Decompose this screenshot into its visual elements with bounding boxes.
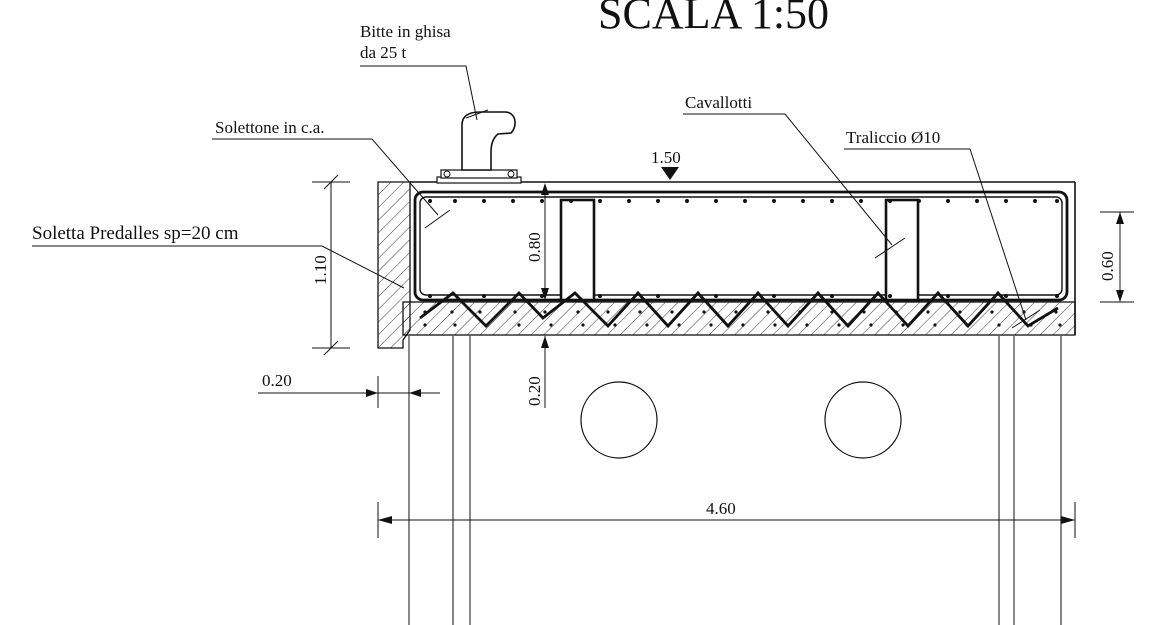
soletta-label: Soletta Predalles sp=20 cm <box>32 223 239 244</box>
pipe-opening-left <box>580 381 658 459</box>
rebar-cage-inner <box>419 196 1063 296</box>
traliccio-leader <box>844 148 1027 321</box>
scale-title: SCALA 1:50 <box>598 0 829 38</box>
dim-top-level: 1.50 <box>651 148 681 167</box>
cavallotto-left <box>559 198 596 302</box>
bollard-icon <box>436 111 522 184</box>
bottom-rebar-dots <box>428 294 1059 298</box>
traliccio-label: Traliccio Ø10 <box>846 128 940 147</box>
dim-line-height-right <box>1100 211 1134 303</box>
level-marker-icon <box>661 167 679 180</box>
bitte-label-line1: Bitte in ghisa <box>360 22 451 41</box>
soletta-leader <box>32 245 405 289</box>
dim-wall-thickness: 0.20 <box>262 371 292 390</box>
dim-width-total: 4.60 <box>706 499 736 518</box>
top-rebar-dots <box>428 199 1059 203</box>
rebar-cage <box>413 190 1069 302</box>
cavallotti-label: Cavallotti <box>685 93 752 112</box>
bitte-label-line2: da 25 t <box>360 43 407 62</box>
solettone-label: Solettone in c.a. <box>215 118 325 137</box>
cavallotti-leader <box>683 113 893 246</box>
dim-slab-thickness: 0.20 <box>525 376 544 406</box>
dim-height-right: 0.60 <box>1098 251 1117 281</box>
support-beams <box>408 336 1062 625</box>
pipe-opening-right <box>824 381 902 459</box>
bitte-leader <box>360 65 478 121</box>
traliccio-zigzag <box>419 290 1059 329</box>
dim-line-height-total <box>312 174 350 356</box>
solettone-leader <box>212 138 439 216</box>
dim-height-total: 1.10 <box>311 255 330 285</box>
cavallotto-right <box>884 198 920 302</box>
dim-height-inner: 0.80 <box>525 232 544 262</box>
